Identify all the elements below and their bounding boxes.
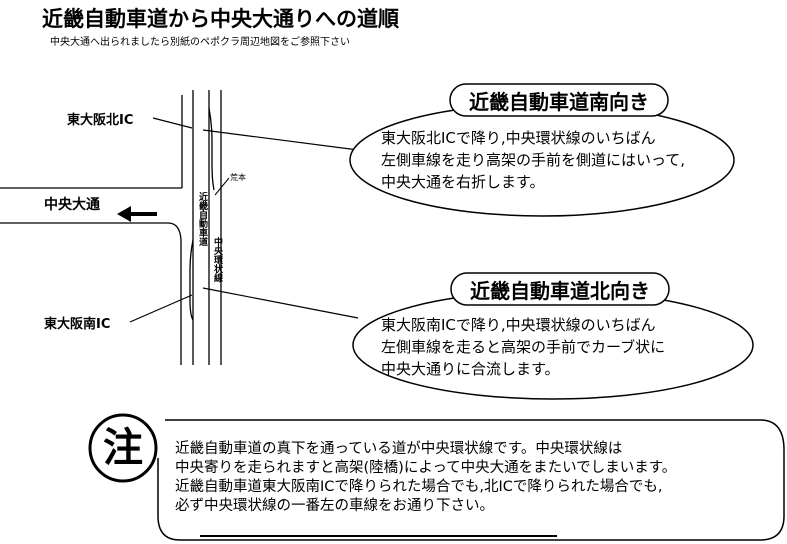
- ic-south-label: 東大阪南IC: [44, 317, 111, 332]
- south-callout-line: 東大阪北ICで降り,中央環状線のいちばん: [381, 129, 656, 147]
- south-ic-ramp: [189, 239, 194, 321]
- page-title: 近畿自動車道から中央大通りへの道順: [42, 7, 399, 31]
- page-subtitle: 中央大通へ出られましたら別紙のペポクラ周辺地図をご参照下さい: [50, 37, 350, 48]
- note-box: [157, 419, 785, 541]
- south-callout-line: 左側車線を走り高架の手前を側道にはいって,: [381, 151, 686, 169]
- note-line: 近畿自動車道の真下を通っている道が中央環状線です。中央環状線は: [175, 441, 623, 457]
- north-callout-title-box: [450, 272, 670, 306]
- note-badge-circle: [88, 413, 158, 483]
- north-ic-leader: [152, 117, 193, 129]
- direction-arrow-head: [117, 206, 131, 222]
- south-ic-leader: [129, 294, 193, 323]
- ic-north-label: 東大阪北IC: [67, 113, 134, 128]
- chuo-odori-label: 中央大通: [44, 197, 100, 213]
- chuo-odori-road-curve-bottom: [167, 222, 182, 365]
- north-callout-line: 東大阪南ICで降り,中央環状線のいちばん: [381, 316, 656, 334]
- aramoto-label: 荒本: [230, 173, 246, 182]
- note-text: 近畿自動車道の真下を通っている道が中央環状線です。中央環状線は 中央寄りを走られ…: [175, 440, 676, 516]
- north-callout-text: 東大阪南ICで降り,中央環状線のいちばん 左側車線を走ると高架の手前でカーブ状に…: [381, 314, 665, 380]
- south-callout-text: 東大阪北ICで降り,中央環状線のいちばん 左側車線を走り高架の手前を側道にはいっ…: [381, 127, 685, 193]
- south-callout-title: 近畿自動車道南向き: [469, 90, 649, 114]
- note-line: 必ず中央環状線の一番左の車線をお通り下さい。: [175, 498, 494, 514]
- note-badge: 注: [103, 425, 143, 471]
- north-callout-line: 中央大通りに合流します。: [381, 360, 560, 378]
- aramoto-leader: [214, 177, 230, 196]
- chuo-kanjo-label: 中央環状線: [212, 237, 222, 282]
- south-callout-leader: [202, 129, 359, 151]
- kinki-road-label: 近畿自動車道: [197, 192, 207, 246]
- north-callout-title: 近畿自動車道北向き: [470, 279, 650, 303]
- south-callout-title-box: [449, 83, 669, 117]
- note-line: 中央寄りを走られますと高架(陸橋)によって中央大通をまたいでしまいます。: [175, 460, 677, 476]
- note-line: 近畿自動車道東大阪南ICで降りられた場合でも,北ICで降りられた場合でも,: [175, 479, 663, 495]
- south-callout-line: 中央大通を右折します。: [381, 173, 545, 191]
- north-ic-ramp: [208, 107, 215, 191]
- north-callout-line: 左側車線を走ると高架の手前でカーブ状に: [381, 338, 666, 356]
- north-callout-leader: [202, 287, 359, 319]
